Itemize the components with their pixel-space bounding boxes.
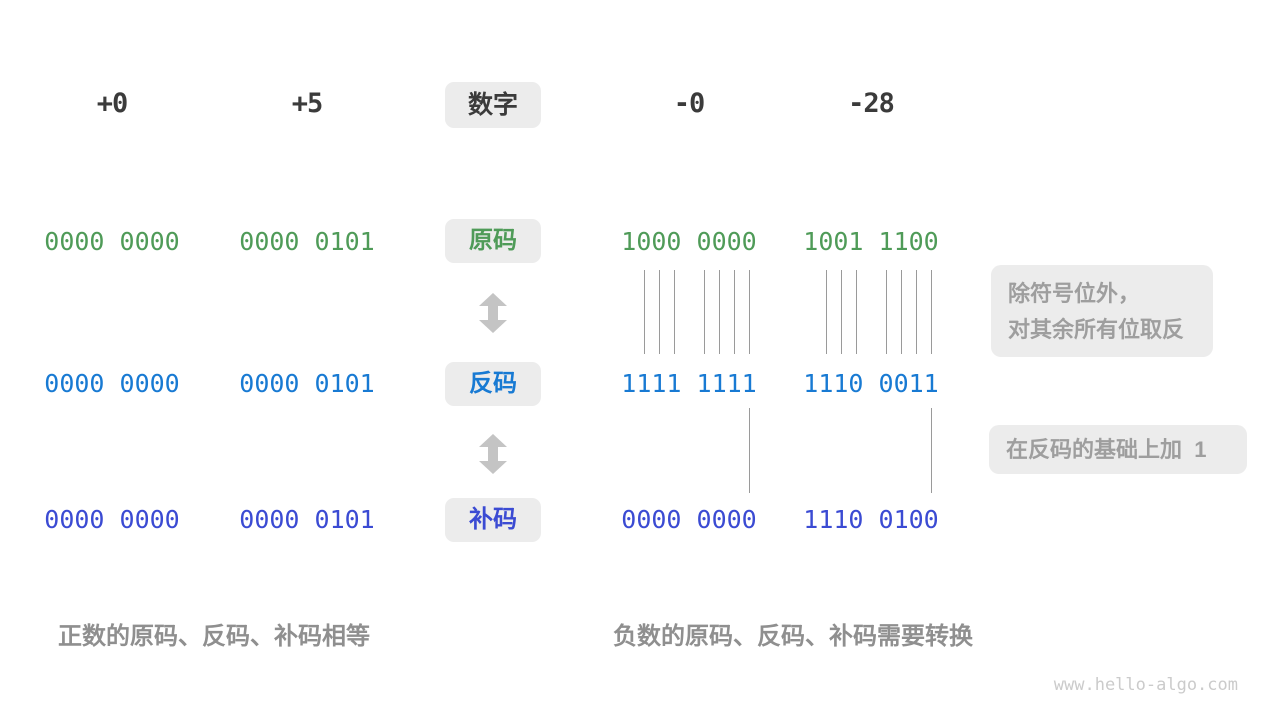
ones-complement-value-minus28: 1110 0011: [803, 369, 939, 398]
header-number-minus-28: -28: [848, 88, 895, 119]
bit-connector-line: [840, 270, 842, 354]
header-number-minus-0: -0: [673, 88, 706, 119]
add-one-annotation: 在反码的基础上加 1: [989, 425, 1247, 474]
add-one-annotation-text: 在反码的基础上加 1: [1006, 437, 1207, 462]
sign-magnitude-badge: 原码: [445, 219, 541, 263]
website-watermark: www.hello-algo.com: [1053, 675, 1238, 695]
invert-bits-annotation-line1: 除符号位外，: [1008, 281, 1141, 306]
up-down-arrow-icon: [479, 293, 507, 333]
ones-complement-value-plus5: 0000 0101: [239, 369, 375, 398]
negative-numbers-caption: 负数的原码、反码、补码需要转换: [613, 623, 973, 650]
invert-bits-annotation: 除符号位外， 对其余所有位取反: [991, 265, 1213, 357]
bit-connector-line: [674, 270, 675, 354]
twos-complement-value-minus0: 0000 0000: [621, 505, 757, 534]
sign-magnitude-value-minus28: 1001 1100: [803, 227, 939, 256]
ones-complement-badge: 反码: [445, 362, 541, 406]
bit-connector-line: [719, 270, 721, 354]
number-label-badge: 数字: [445, 82, 541, 128]
bit-connector-line: [856, 270, 857, 354]
bit-connector-line: [658, 270, 660, 354]
ones-complement-value-plus0: 0000 0000: [44, 369, 180, 398]
bit-connector-line: [643, 270, 645, 354]
bit-connector-line: [749, 270, 751, 354]
bit-connector-line: [931, 270, 933, 354]
twos-complement-value-plus5: 0000 0101: [239, 505, 375, 534]
twos-complement-value-minus28: 1110 0100: [803, 505, 939, 534]
header-number-plus-0: +0: [96, 88, 129, 119]
bit-connector-line: [901, 270, 903, 354]
header-number-plus-5: +5: [291, 88, 324, 119]
up-down-arrow-icon: [479, 434, 507, 474]
bit-connector-line: [825, 270, 827, 354]
bit-connector-line: [916, 270, 918, 354]
twos-complement-value-plus0: 0000 0000: [44, 505, 180, 534]
twos-complement-badge: 补码: [445, 498, 541, 542]
ones-complement-value-minus0: 1111 1111: [621, 369, 757, 398]
sign-magnitude-value-minus0: 1000 0000: [621, 227, 757, 256]
carry-connector-line: [931, 408, 933, 493]
bit-connector-line: [734, 270, 736, 354]
bit-connector-line: [886, 270, 887, 354]
positive-numbers-caption: 正数的原码、反码、补码相等: [58, 623, 370, 650]
invert-bits-annotation-line2: 对其余所有位取反: [1008, 317, 1185, 342]
bit-connector-line: [704, 270, 705, 354]
sign-magnitude-value-plus0: 0000 0000: [44, 227, 180, 256]
sign-magnitude-value-plus5: 0000 0101: [239, 227, 375, 256]
carry-connector-line: [749, 408, 751, 493]
